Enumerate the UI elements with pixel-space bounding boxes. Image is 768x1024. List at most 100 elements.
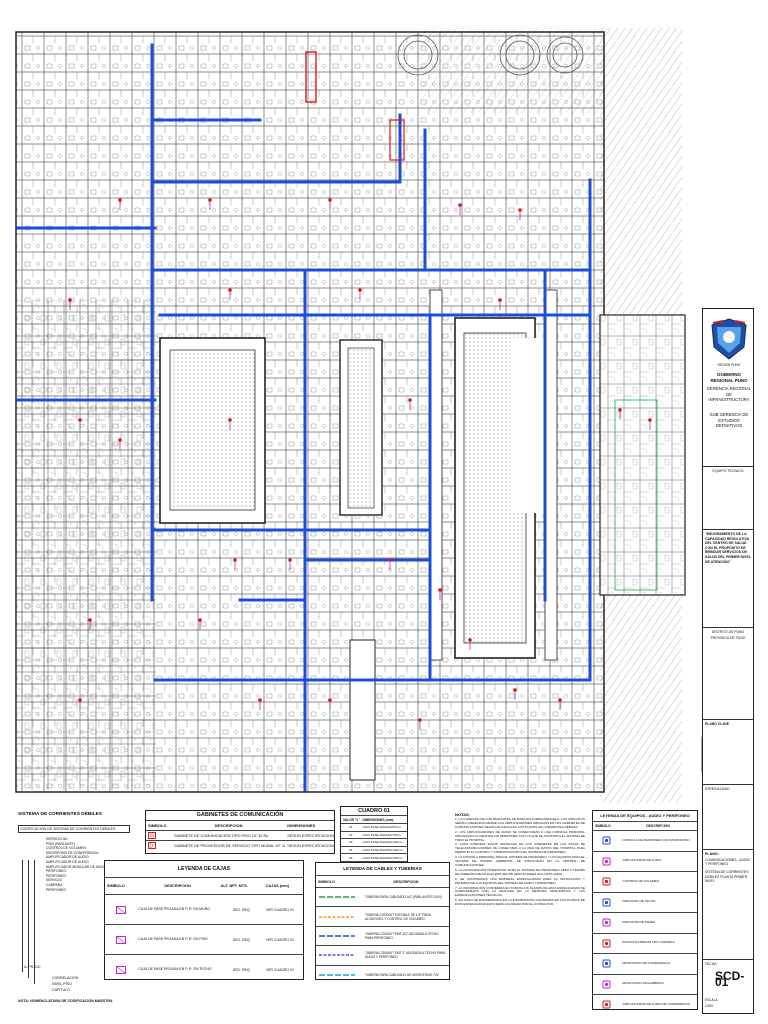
cable-legend-row: TUBERIA CONDUIT EMT 3/4" ADOSADA A TECHO…	[316, 925, 449, 945]
date-label: FECHA	[705, 962, 717, 966]
weak-current-item: MICRÓFONO DE CONFERENCIA	[46, 850, 99, 855]
cabinet-dim-2: SEGÚN ESPECIFICACIONES	[287, 843, 334, 848]
weak-current-item: CONTROL DE VOLUMEN	[46, 846, 86, 851]
junction-box-icon	[115, 905, 126, 914]
project-title: "MEJORAMIENTO DE LA CAPACIDAD RESOLUTIVA…	[705, 532, 751, 564]
equipment-header-symbol: SIMBOLO	[595, 824, 611, 828]
cabinet-row: G GABINETE DE COMUNICACIÓN TIPO PISO 19"…	[146, 830, 334, 840]
cable-legend-row: TUBERIA PARA CABLEADO A/C (PARLANTES 100…	[316, 887, 449, 906]
equipment-description: MICRÓFONO INALÁMBRICO	[622, 982, 664, 986]
region-logo	[709, 317, 749, 361]
equipment-description: AMPLIFICADOR DE AUDIO	[622, 859, 662, 863]
cable-description: TUBERIA PARA CABLEADO A/C (PARLANTES 100…	[364, 895, 443, 900]
weak-current-item: AMPLIFICADOR DE AUDIO	[46, 855, 89, 860]
department-name: GERENCIA REGIONAL DE INFRAESTRUCTURA	[706, 386, 752, 402]
box-size-value: 02	[349, 832, 353, 837]
note-paragraph: 5. LA CANALIZACIÓN HORIZONTAL PARA EL SI…	[455, 867, 585, 876]
cable-description: TUBERIA CONDUIT EMT 3/4" ADOSADA A TECHO…	[364, 931, 439, 940]
bracket-label-1: CORRELACIÓN	[52, 976, 79, 980]
box-size-row: 02 CAJA PASE 150x150x75mm	[341, 830, 407, 839]
notes-block: NOTAS: 1. LA CONEXIÓN DE LOS PARLANTES S…	[455, 812, 585, 1012]
notes-title: NOTAS:	[455, 812, 471, 817]
equipment-row: CONSOLA DE PERIFONEO CON MICRÓFONO	[593, 830, 697, 851]
equipment-description: BOCINA EXTERIOR TIPO CORNETA	[622, 941, 675, 945]
cable-description: TUBERIA CONDUIT EMT 1" ADOSADA A TECHO P…	[364, 951, 446, 960]
logo-caption: REGIÓN PUNO	[717, 363, 741, 367]
box-size: VER CUADRO 01	[265, 907, 294, 912]
mic-icon	[602, 959, 611, 968]
weak-current-item: AMPLIFICADOR DE AUDIO	[46, 859, 89, 864]
equipment-description: MICRÓFONO DE CONFERENCIA	[622, 961, 671, 965]
weak-current-item: PISO (PARLANTE)	[46, 841, 75, 846]
box-height: SEG. REQ	[232, 937, 250, 942]
plan-label: PLANO:	[705, 852, 719, 856]
cabinets-header-symbol: SIMBOLO	[148, 823, 167, 828]
cable-description: TUBERIA PARA CABLEADO DE MICRÓFONO 70V	[364, 972, 439, 977]
cable-description: TUBERIA CONDUIT FLEXIBLE DE 1/2" PARA AL…	[364, 912, 431, 921]
equipment-description: PARLANTE DE PARED	[622, 920, 656, 924]
wall-cabinet-icon: D	[148, 841, 156, 849]
equipment-row: BOCINA EXTERIOR TIPO CORNETA	[593, 932, 697, 954]
box-size-dimension: CAJA PASE 100x100x50mm	[362, 825, 401, 830]
equipment-header-description: DESCRIPCION	[646, 824, 670, 828]
cabinet-row: D GABINETE DE PROVEEDOR DE SERVICIO TIPO…	[146, 840, 334, 850]
cable-line-icon	[319, 896, 355, 898]
cable-line-icon	[319, 974, 355, 976]
cable-legend-row: TUBERIA CONDUIT FLEXIBLE DE 1/2" PARA AL…	[316, 906, 449, 925]
code-label: A-PS-OC	[24, 964, 41, 969]
sub-department-name: SUB GERENCIA DE ESTUDIOS DEFINITIVOS	[709, 412, 749, 428]
equipment-legend-title: LEYENDA DE EQUIPOS - AUDIO Y PERIFONEO	[600, 813, 690, 818]
note-paragraph: 2. LOS AMPLIFICADORES DE AUDIO SE CONECT…	[455, 829, 585, 842]
cabinet-dim-1: SEGÚN ESPECIFICACIONES	[287, 833, 334, 838]
junction-box-icon	[115, 965, 126, 974]
ceil-icon	[602, 898, 611, 907]
cable-line-icon	[319, 915, 355, 918]
cables-legend: LEYENDA DE CABLES Y TUBERIAS SIMBOLO DES…	[315, 862, 450, 980]
box-legend-row: CAJA DE PASE PEGADA EN P. R. EN PISO SEG.…	[105, 924, 303, 954]
box-size-dimension: CAJA PASE 150x150x75mm	[362, 832, 401, 837]
equipment-row: MICRÓFONO INALÁMBRICO	[593, 973, 697, 995]
wall-icon	[602, 918, 611, 927]
boxes-header-size: CAJAS (mm)	[265, 884, 289, 888]
box-size-value: 03	[349, 840, 353, 845]
floor-cabinet-icon: G	[148, 831, 156, 839]
box-size: VER CUADRO 01	[265, 937, 294, 942]
boxes-header-symbol: SIMBOLO	[107, 884, 125, 888]
boxes-header-description: DESCRIPCION	[164, 884, 191, 888]
weak-current-legend: SISTEMA DE CORRIENTES DÉBILES CODIFICACI…	[18, 812, 130, 1012]
equipment-description: AMPLIFICADOR DE AUDIO DE CONFERENCIA	[622, 1002, 690, 1006]
junction-box-icon	[115, 935, 126, 944]
box-size: VER CUADRO 01	[265, 967, 294, 972]
sheet-number: SCD-01	[715, 969, 745, 989]
note-paragraph: 6. SE CONTRATARÁ UNA EMPRESA ESPECIALIZA…	[455, 876, 585, 885]
box-sizes-header-dimensions: DIMENSIONES (mm)	[362, 817, 394, 822]
key-plan-label: PLANO CLAVE	[705, 722, 730, 726]
confamp-icon	[602, 1000, 611, 1009]
plan-name: COMUNICACIONES - AUDIO Y PERIFONEO	[705, 857, 751, 866]
weak-current-item: PERIFONEO	[46, 887, 66, 892]
bracket-label-2: NIVEL PISO	[52, 982, 72, 986]
equipment-description: PARLANTE DE TECHO	[622, 900, 656, 904]
horn-icon	[602, 939, 611, 948]
box-sizes-title: CUADRO 01	[358, 808, 390, 814]
weak-current-item: SERVICIO AD	[46, 837, 68, 841]
weak-current-subtitle: CODIFICACIÓN DE SISTEMA DE CORRIENTES DÉ…	[18, 825, 130, 833]
box-size-row: 03 CAJA PASE 200x200x100mm	[341, 838, 407, 846]
box-size-dimension: CAJA PASE 200x200x100mm	[362, 840, 403, 845]
scale-value: 1/100	[705, 1004, 713, 1008]
box-sizes-header-value: VALOR "x"	[343, 817, 360, 822]
box-description: CAJA DE PASE PEGADA EN P. R. EN MURO	[138, 907, 211, 912]
amp-icon	[602, 857, 611, 866]
location-line-2: PROVINCIA DE PUNO	[710, 635, 746, 640]
weak-current-item: CAMPANA	[46, 882, 63, 887]
box-height: SEG. REQ	[232, 967, 250, 972]
entity-name: GOBIERNO REGIONAL PUNO	[710, 372, 748, 383]
equipment-description: CONSOLA DE PERIFONEO CON MICRÓFONO	[622, 838, 690, 842]
box-size-dimension: CAJA PASE 250x250x100mm	[362, 848, 403, 853]
box-description: CAJA DE PASE PEGADA EN P. R. EN PISO	[138, 937, 208, 942]
